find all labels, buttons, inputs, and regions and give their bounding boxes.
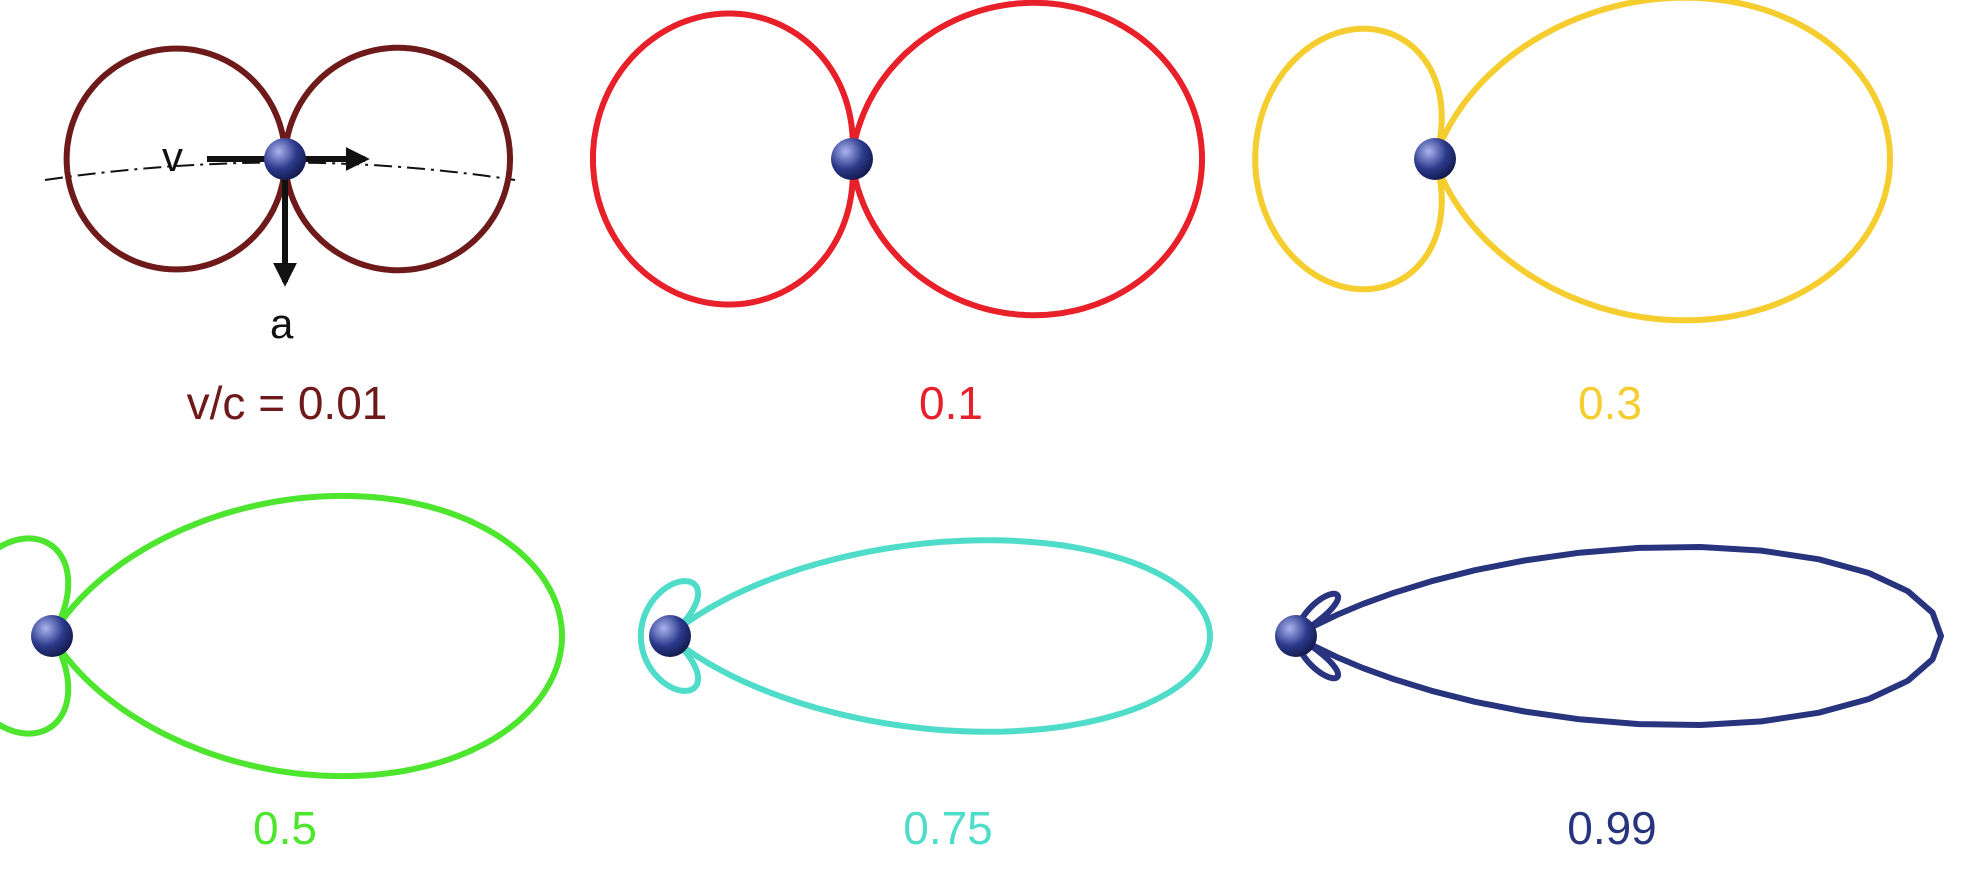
panel-label-beta-099: 0.99 bbox=[1567, 802, 1657, 854]
panel-label-beta-05: 0.5 bbox=[253, 802, 317, 854]
radiation-lobe bbox=[0, 492, 565, 780]
radiation-lobe bbox=[637, 537, 1213, 735]
charged-particle bbox=[649, 615, 691, 657]
panel-label-beta-075: 0.75 bbox=[903, 802, 993, 854]
panel-label-beta-03: 0.3 bbox=[1578, 377, 1642, 429]
panel-beta-075 bbox=[637, 537, 1213, 735]
panel-beta-01 bbox=[590, 0, 1205, 319]
panel-label-beta-001: v/c = 0.01 bbox=[186, 377, 388, 429]
panel-beta-099 bbox=[1275, 544, 1944, 728]
charged-particle bbox=[264, 138, 306, 180]
radiation-lobe bbox=[63, 44, 513, 274]
charged-particle bbox=[1275, 615, 1317, 657]
velocity-label: v bbox=[162, 133, 183, 180]
charged-particle bbox=[31, 615, 73, 657]
panel-beta-001 bbox=[44, 44, 516, 287]
radiation-lobe bbox=[1252, 0, 1893, 324]
acceleration-label: a bbox=[270, 300, 294, 347]
panel-beta-03 bbox=[1252, 0, 1893, 324]
panel-label-beta-01: 0.1 bbox=[919, 377, 983, 429]
charged-particle bbox=[831, 138, 873, 180]
charged-particle bbox=[1414, 138, 1456, 180]
panel-beta-05 bbox=[0, 492, 565, 780]
radiation-lobe bbox=[590, 0, 1205, 319]
radiation-lobe bbox=[1292, 544, 1944, 728]
